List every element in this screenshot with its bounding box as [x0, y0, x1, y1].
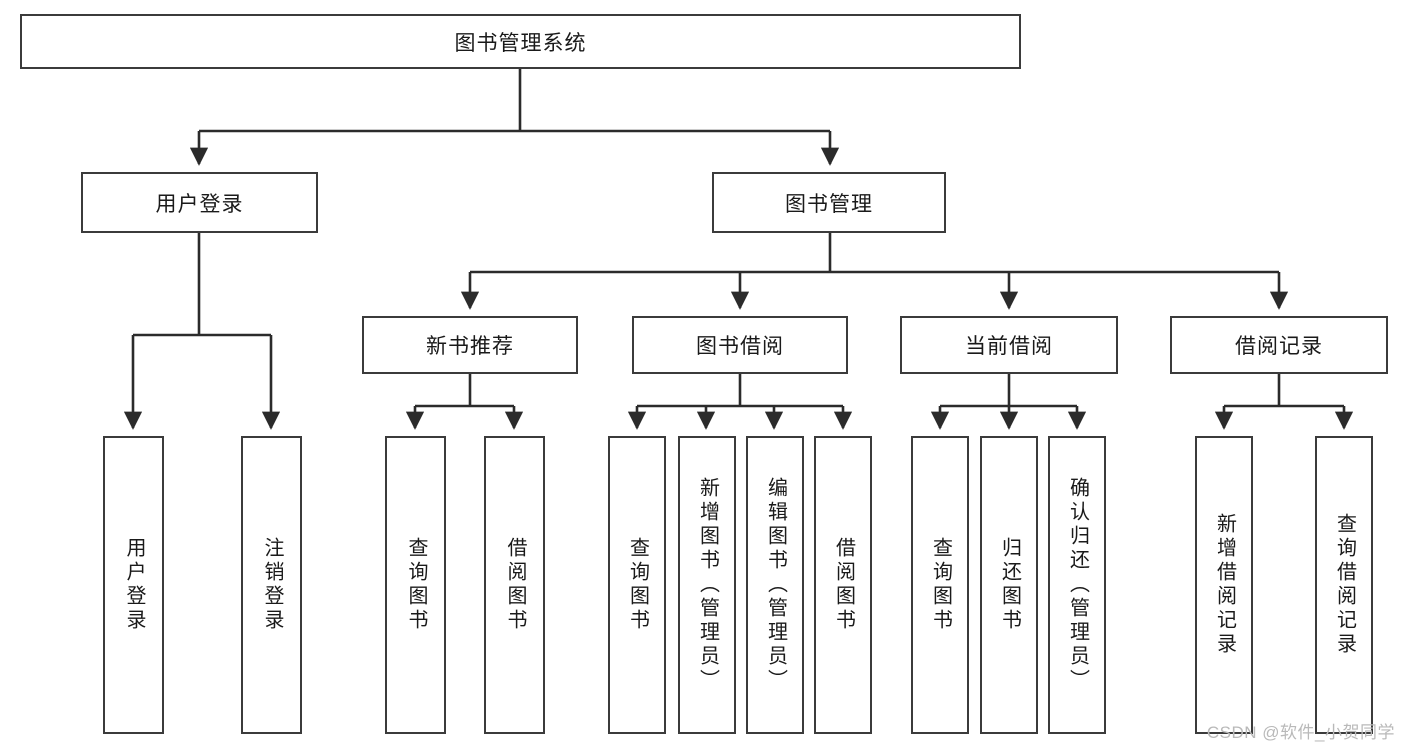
node-book-management-label: 图书管理	[785, 192, 873, 216]
leaf-logout-login-label: 注销登录	[261, 537, 283, 633]
node-root[interactable]: 图书管理系统	[20, 14, 1021, 69]
node-user-login[interactable]: 用户登录	[81, 172, 318, 233]
node-book-management[interactable]: 图书管理	[712, 172, 946, 233]
leaf-query-book-1[interactable]: 查询图书	[385, 436, 446, 734]
leaf-edit-book-label: 编辑图书（管理员）	[764, 477, 787, 693]
node-current-borrow-label: 当前借阅	[965, 335, 1053, 358]
leaf-add-book-label: 新增图书（管理员）	[696, 477, 719, 693]
leaf-borrow-book-1-label: 借阅图书	[504, 537, 526, 633]
node-current-borrow[interactable]: 当前借阅	[900, 316, 1118, 374]
leaf-add-book[interactable]: 新增图书（管理员）	[678, 436, 736, 734]
leaf-query-book-3[interactable]: 查询图书	[911, 436, 969, 734]
node-root-label: 图书管理系统	[454, 31, 587, 55]
leaf-query-book-2-label: 查询图书	[626, 537, 649, 633]
node-book-borrow[interactable]: 图书借阅	[632, 316, 848, 374]
leaf-query-book-3-label: 查询图书	[929, 537, 952, 633]
node-new-book-recommend[interactable]: 新书推荐	[362, 316, 578, 374]
leaf-confirm-return-label: 确认归还（管理员）	[1066, 477, 1089, 693]
leaf-user-login-label: 用户登录	[123, 537, 145, 633]
node-user-login-label: 用户登录	[155, 192, 244, 216]
leaf-return-book-label: 归还图书	[998, 537, 1021, 633]
node-book-borrow-label: 图书借阅	[696, 335, 784, 358]
leaf-borrow-book-2-label: 借阅图书	[832, 537, 855, 633]
leaf-add-record[interactable]: 新增借阅记录	[1195, 436, 1253, 734]
leaf-edit-book[interactable]: 编辑图书（管理员）	[746, 436, 804, 734]
leaf-query-record-label: 查询借阅记录	[1333, 513, 1356, 657]
leaf-borrow-book-1[interactable]: 借阅图书	[484, 436, 545, 734]
node-new-book-recommend-label: 新书推荐	[426, 335, 514, 358]
leaf-borrow-book-2[interactable]: 借阅图书	[814, 436, 872, 734]
leaf-query-book-2[interactable]: 查询图书	[608, 436, 666, 734]
node-borrow-record[interactable]: 借阅记录	[1170, 316, 1388, 374]
watermark-text: CSDN @软件_小贺同学	[1206, 723, 1395, 742]
leaf-query-record[interactable]: 查询借阅记录	[1315, 436, 1373, 734]
leaf-user-login[interactable]: 用户登录	[103, 436, 164, 734]
leaf-logout-login[interactable]: 注销登录	[241, 436, 302, 734]
node-borrow-record-label: 借阅记录	[1235, 335, 1323, 358]
leaf-confirm-return[interactable]: 确认归还（管理员）	[1048, 436, 1106, 734]
leaf-add-record-label: 新增借阅记录	[1213, 513, 1236, 657]
leaf-query-book-1-label: 查询图书	[405, 537, 427, 633]
leaf-return-book[interactable]: 归还图书	[980, 436, 1038, 734]
